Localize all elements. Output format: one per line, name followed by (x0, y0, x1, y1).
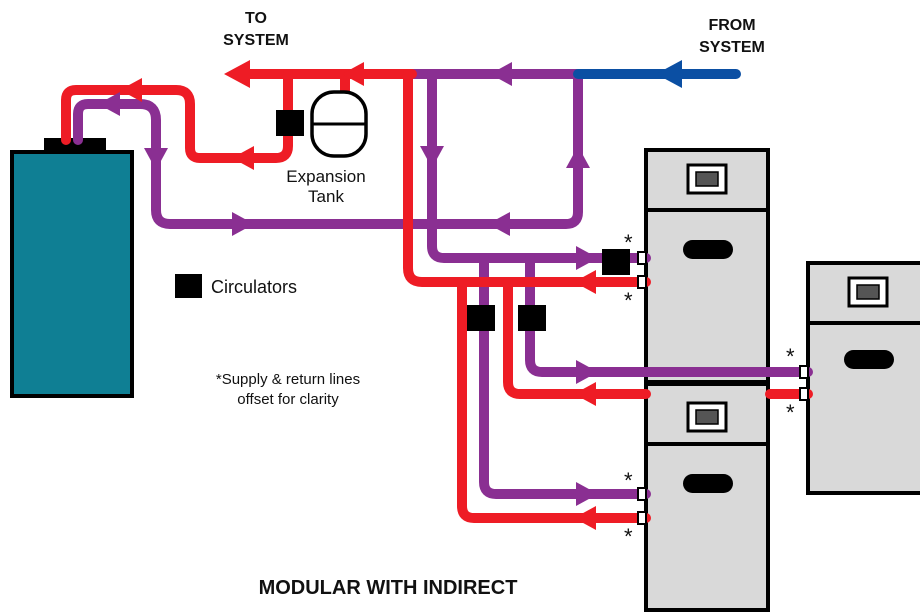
circulator-icon (467, 305, 495, 331)
return-piping (73, 69, 813, 499)
circulator-icon (602, 249, 630, 275)
supply-piping (61, 69, 813, 523)
indirect-tank-body (10, 150, 134, 398)
asterisk-label: * (624, 230, 633, 255)
connection-fittings (637, 251, 809, 525)
circulators (276, 110, 630, 331)
arrowhead-icon (490, 62, 512, 86)
arrowhead-icon (232, 212, 254, 236)
arrowhead-icon (342, 62, 364, 86)
arrowhead-icon (576, 360, 598, 384)
arrowhead-icon (120, 78, 142, 102)
circulator-legend-icon (175, 274, 202, 298)
arrowhead-icon (656, 60, 682, 88)
boiler-display-icon (686, 163, 728, 195)
circulator-icon (518, 305, 546, 331)
expansion-tank-icon (310, 90, 368, 158)
legend-circulators-label: Circulators (211, 277, 297, 297)
from-system-label-line2: SYSTEM (699, 39, 765, 56)
arrowhead-icon (144, 148, 168, 170)
asterisk-label: * (624, 524, 633, 549)
from-system-label-line1: FROM (708, 17, 755, 34)
asterisk-label: * (624, 468, 633, 493)
note-line1: *Supply & return lines (216, 371, 360, 388)
offset-asterisks: * * * * * * (624, 230, 795, 549)
arrowhead-icon (98, 92, 120, 116)
arrowhead-icon (574, 506, 596, 530)
boiler-handle-icon (683, 474, 733, 493)
arrowhead-icon (232, 146, 254, 170)
arrowhead-icon (488, 212, 510, 236)
to-system-label-line2: SYSTEM (223, 32, 289, 49)
indirect-tank-top-fitting (44, 138, 106, 154)
expansion-tank-label-line2: Tank (308, 187, 344, 206)
arrowhead-icon (576, 482, 598, 506)
boiler-handle-icon (683, 240, 733, 259)
asterisk-label: * (786, 344, 795, 369)
asterisk-label: * (786, 400, 795, 425)
arrowhead-icon (566, 146, 590, 168)
asterisk-label: * (624, 288, 633, 313)
to-system-label-line1: TO (245, 10, 267, 27)
boiler-module-right (806, 261, 920, 495)
boiler-module-lower (644, 382, 770, 612)
supply-flow-arrows (120, 60, 596, 530)
expansion-tank-label-line1: Expansion (286, 167, 365, 186)
note-line2: offset for clarity (237, 391, 339, 408)
arrowhead-icon (574, 382, 596, 406)
circulator-icon (276, 110, 304, 136)
arrowhead-icon (574, 270, 596, 294)
boiler-handle-icon (844, 350, 894, 369)
legend: Circulators (175, 274, 297, 298)
arrowhead-icon (576, 246, 598, 270)
boiler-module-upper (644, 148, 770, 384)
return-flow-arrows (98, 62, 598, 506)
arrowhead-icon (420, 146, 444, 168)
indirect-water-heater (10, 138, 134, 398)
arrowhead-icon (224, 60, 250, 88)
diagram-title: MODULAR WITH INDIRECT (259, 577, 518, 599)
